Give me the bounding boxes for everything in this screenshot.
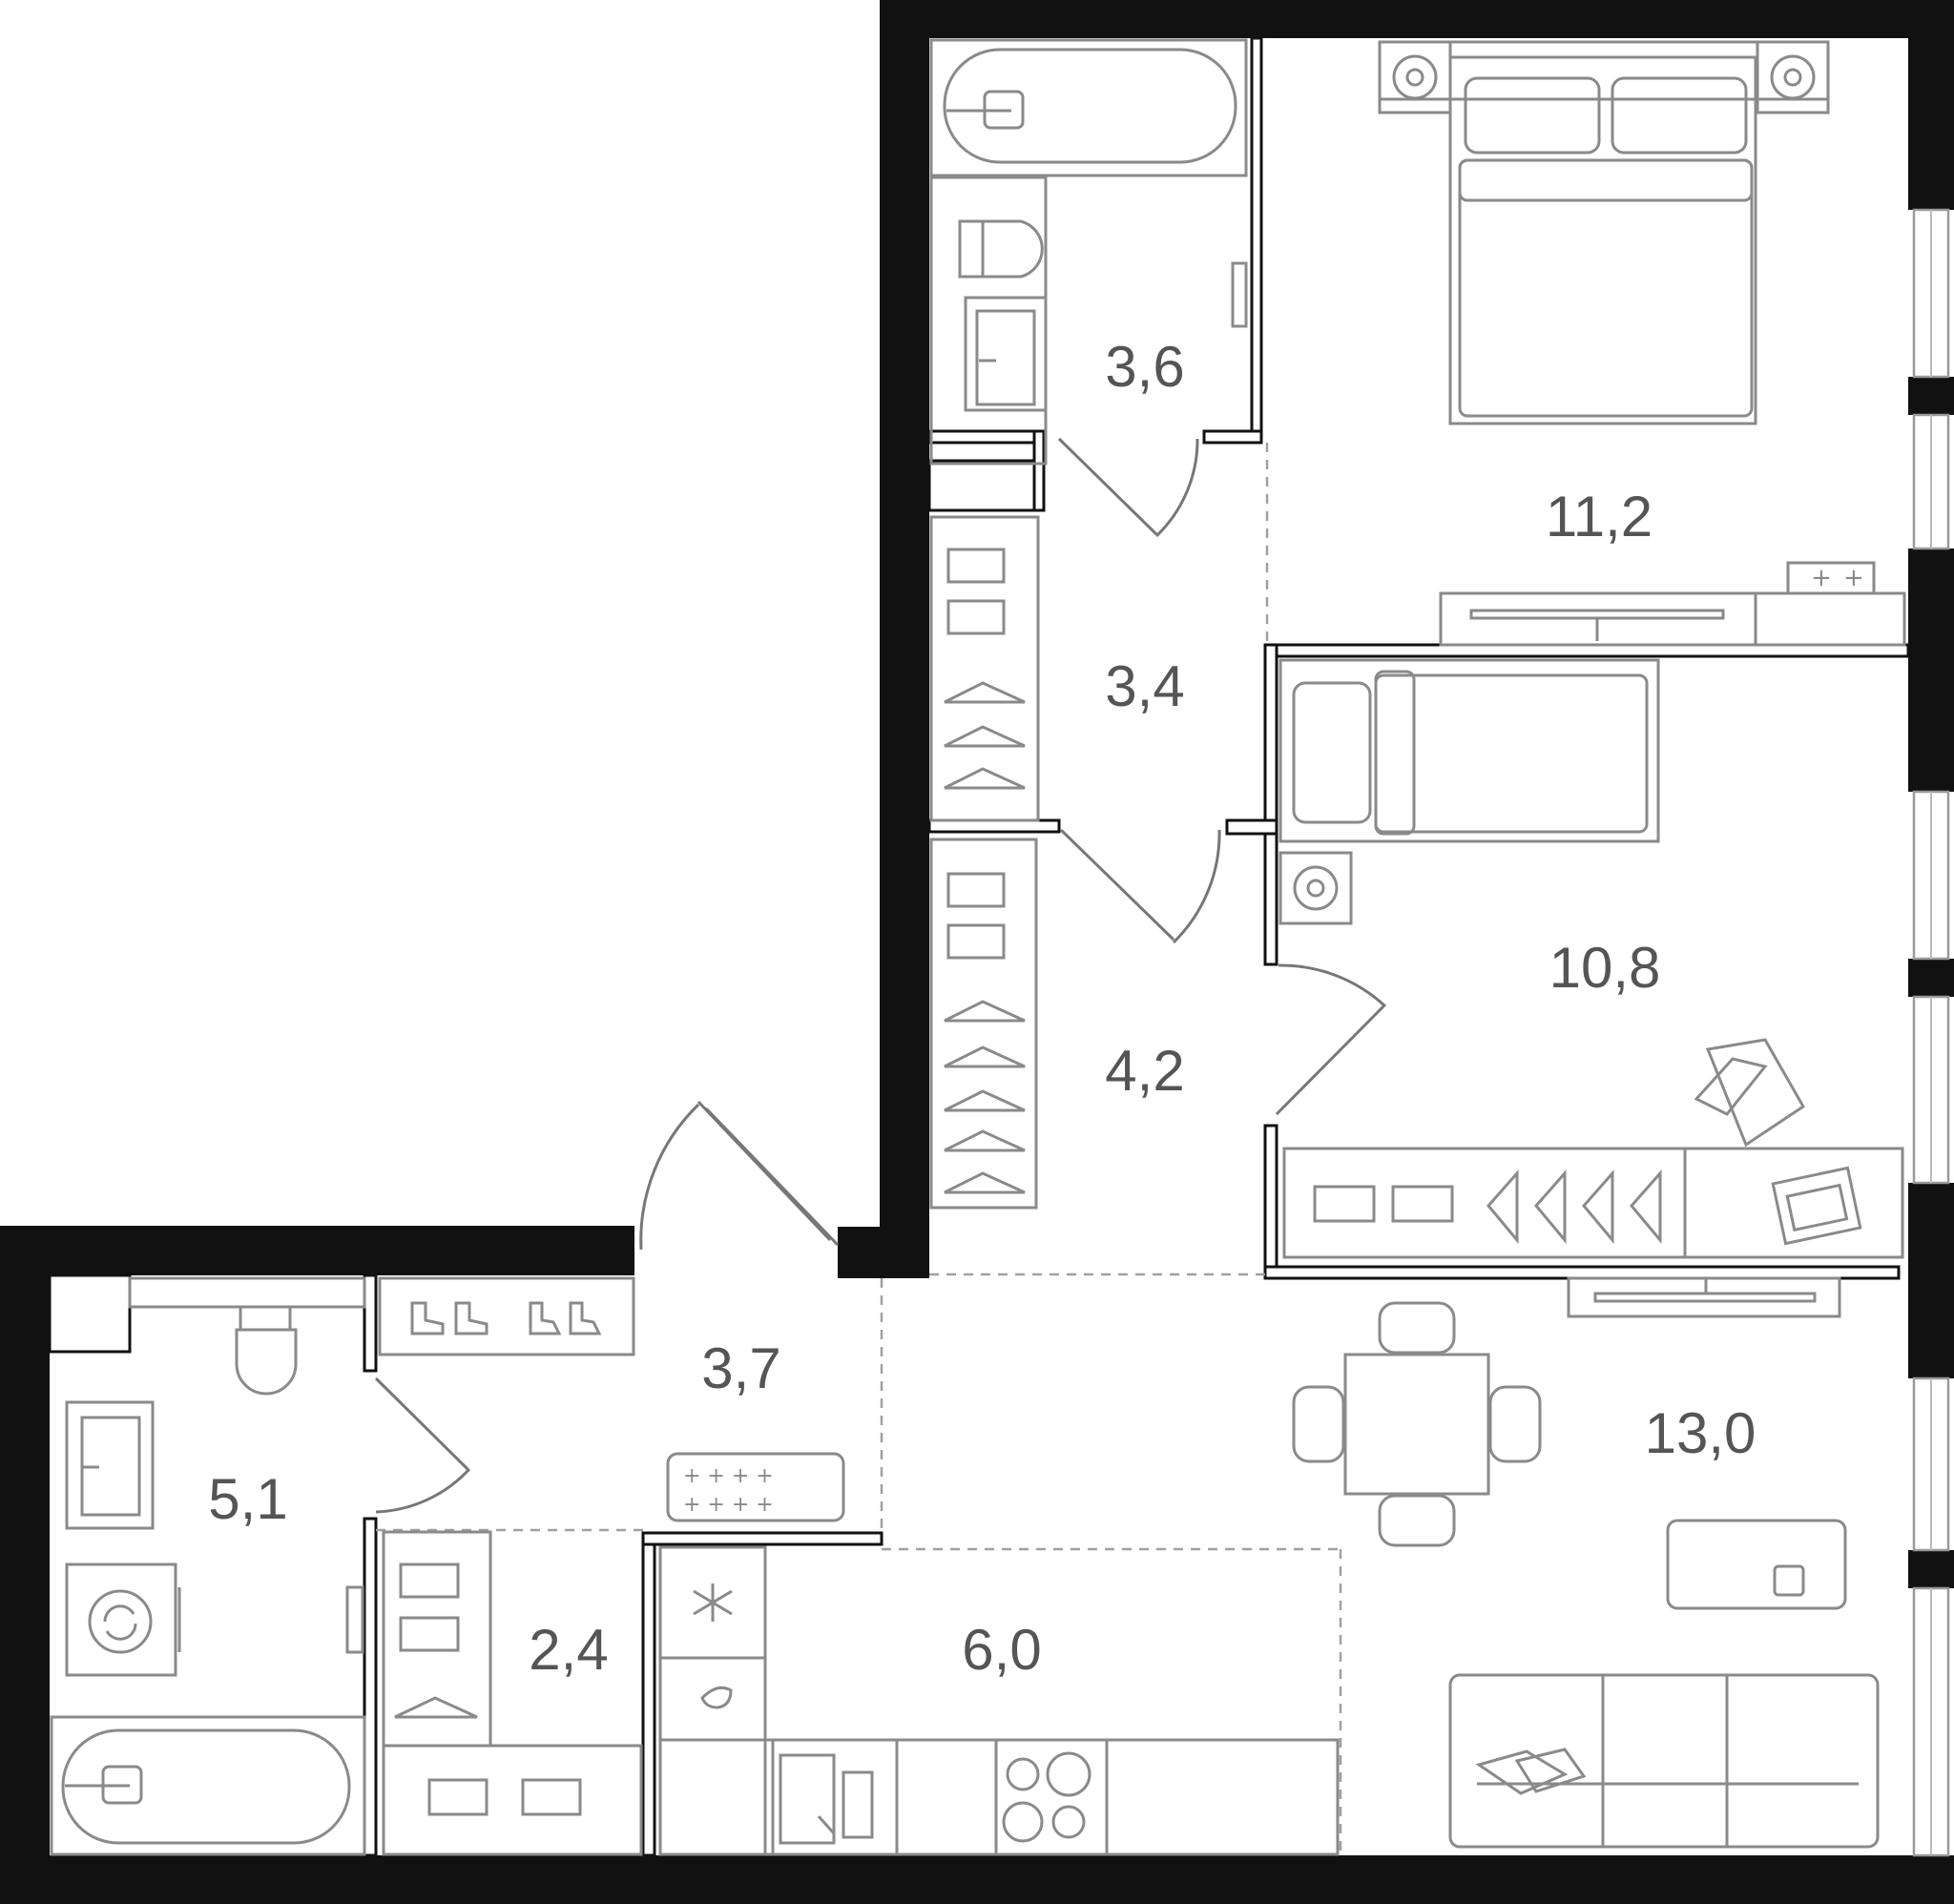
room-area-storage: 2,4: [529, 1618, 608, 1682]
single-bed-icon: [1278, 658, 1660, 843]
area-labels: 3,6 11,2 3,4 10,8 4,2 3,7 5,1 2,4 6,0 13…: [208, 335, 1756, 1682]
toilet-icon: [128, 1276, 366, 1396]
kitchen-sink-icon: [779, 1753, 874, 1845]
tv-unit-icon: + +: [1439, 561, 1906, 647]
kitchen-counter-icon: [658, 1545, 1340, 1856]
toilet-icon: [929, 176, 1048, 466]
tv-stand-icon: [1567, 1276, 1841, 1318]
double-bed-icon: [1378, 40, 1830, 425]
towel-rail-icon: [1231, 261, 1248, 328]
zone-dividers: [376, 443, 1342, 1855]
room-area-bathroom-top: 3,6: [1105, 335, 1184, 399]
nightstand-icon: [1278, 851, 1353, 925]
room-area-wardrobe-top: 3,4: [1105, 654, 1184, 718]
nightstand-icon: [1378, 40, 1452, 114]
armchair-table-icon: [1666, 1519, 1847, 1610]
room-area-bedroom-small: 10,8: [1549, 936, 1661, 1000]
shoe-rack-icon: [378, 1276, 635, 1356]
sofa-icon: [1448, 1673, 1880, 1849]
bathtub-icon: [50, 1715, 366, 1856]
room-area-hall: 3,7: [701, 1336, 780, 1400]
stove-icon: [1002, 1751, 1091, 1843]
wardrobe-icon: [929, 838, 1038, 1210]
dishwasher-icon: [700, 1686, 733, 1709]
svg-text:+: +: [1811, 564, 1832, 592]
storage-shelves-icon: [382, 1530, 643, 1856]
svg-text:+: +: [1843, 564, 1864, 592]
nightstand-icon: [1756, 40, 1830, 114]
bathtub-icon: [929, 38, 1248, 177]
washing-machine-icon: [65, 1563, 181, 1677]
room-area-bedroom-large: 11,2: [1546, 485, 1653, 548]
svg-text:+ + + +: + + + +: [683, 1493, 774, 1517]
wardrobe-icon: [929, 515, 1040, 822]
doors: [374, 437, 1387, 1514]
fridge-icon: [693, 1583, 733, 1622]
sink-icon: [964, 296, 1048, 412]
doormat-icon: + + + + + + + +: [666, 1452, 845, 1522]
room-area-bathroom-left: 5,1: [208, 1467, 287, 1531]
sink-icon: [65, 1400, 155, 1530]
towel-rail-icon: [345, 1585, 364, 1654]
room-area-kitchen: 6,0: [962, 1618, 1041, 1682]
windows: [1912, 208, 1950, 1857]
dining-table-icon: [1292, 1301, 1542, 1547]
svg-text:+ + + +: + + + +: [683, 1464, 774, 1488]
desk-wardrobe-icon: [1282, 1147, 1904, 1259]
partitions: [48, 36, 1910, 1857]
room-area-corridor: 4,2: [1105, 1039, 1184, 1103]
desk-chair-icon: [1694, 1038, 1805, 1148]
room-area-living-room: 13,0: [1645, 1401, 1757, 1465]
